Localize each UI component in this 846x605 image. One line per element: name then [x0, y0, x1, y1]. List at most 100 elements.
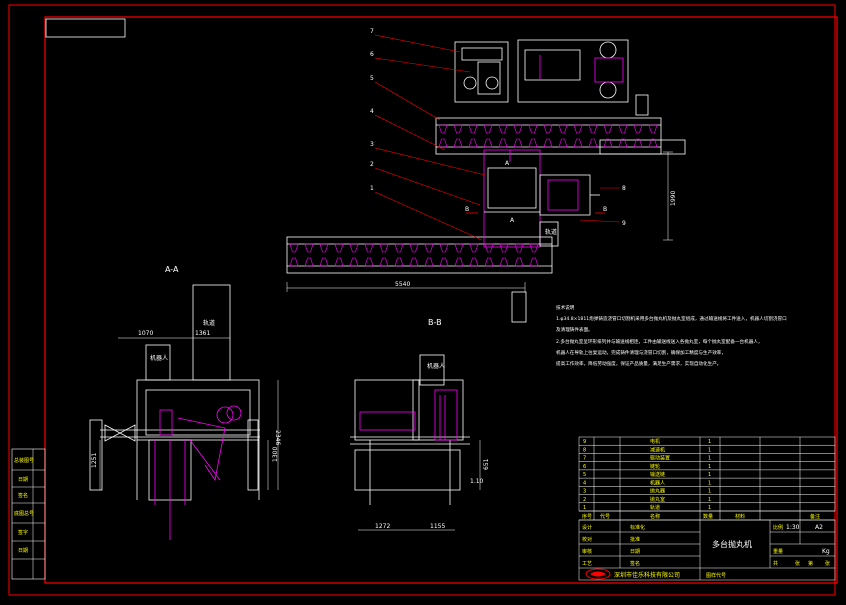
parts-row-no: 1	[583, 505, 586, 511]
conveyor-roller	[588, 124, 598, 148]
conveyor-roller	[424, 243, 434, 267]
side-label-strip: 总装图号 日期 签名 底图总号 签字 日期	[11, 448, 46, 580]
conveyor-roller	[349, 243, 359, 267]
parts-row-no: 3	[583, 489, 586, 495]
dim-bb-left-bottom: 1272	[375, 523, 390, 530]
bb-box-label: 机器人	[427, 362, 445, 370]
plan-box-label: 轨道	[545, 228, 557, 236]
conveyor-roller	[603, 124, 613, 148]
section-b-right: B	[603, 206, 607, 213]
title-tag-box	[45, 18, 126, 38]
conveyor-roller	[304, 243, 314, 267]
aa-dimensions	[99, 337, 279, 490]
parts-row-qty: 1	[708, 464, 711, 470]
title-block	[578, 519, 836, 581]
parts-row-qty: 1	[708, 480, 711, 486]
conveyor-roller	[558, 124, 568, 148]
notes-heading: 技术说明	[556, 304, 575, 311]
conveyor-roller	[454, 243, 464, 267]
conveyor-roller	[648, 124, 658, 148]
upper-rollers	[438, 124, 658, 148]
aa-top-box-label: 轨道	[203, 319, 215, 327]
parts-row-no: 7	[583, 456, 586, 462]
tb-sheets-label: 共	[773, 560, 778, 567]
side-label-3: 底图总号	[14, 510, 34, 517]
view-bb	[350, 354, 470, 505]
conveyor-roller	[379, 243, 389, 267]
conveyor-roller	[453, 124, 463, 148]
callout-4: 4	[370, 108, 374, 115]
conveyor-roller	[498, 124, 508, 148]
conveyor-roller	[483, 124, 493, 148]
view-aa-label: A-A	[165, 265, 179, 274]
callout-3: 3	[370, 141, 374, 148]
dim-aa-left-side: 1251	[91, 453, 98, 468]
tb-weight-unit: Kg	[822, 548, 830, 555]
conveyor-roller	[438, 124, 448, 148]
dim-plan-height: 1990	[670, 191, 677, 206]
conveyor-roller	[469, 243, 479, 267]
side-label-5: 日期	[18, 548, 28, 554]
parts-header-code: 代号	[600, 513, 610, 520]
parts-row-name: 抛丸室	[650, 496, 665, 503]
dim-aa-left-top: 1070	[138, 330, 153, 337]
conveyor-roller	[289, 243, 299, 267]
notes-line-2: 2.多台抛丸室呈环形排列并与输送线相连，工件由输送线送入各抛丸室，每个抛丸室配备…	[556, 338, 763, 345]
side-label-0: 总装图号	[14, 457, 34, 464]
conveyor-roller	[468, 124, 478, 148]
dim-bb-side: 651	[483, 458, 490, 470]
callout-8: 8	[622, 185, 626, 192]
conveyor-roller	[394, 243, 404, 267]
parts-row-name: 减速机	[650, 446, 665, 453]
tb-left-3: 工艺	[582, 561, 592, 567]
drawing-title: 多台抛丸机	[712, 539, 752, 549]
parts-row-qty: 1	[708, 456, 711, 462]
tb-scale-label: 比例	[773, 524, 783, 531]
parts-row-name: 机器人	[650, 479, 665, 486]
callout-9: 9	[622, 220, 626, 227]
section-a-bottom: A	[510, 217, 515, 224]
notes-line-1: 及清理铸件表面。	[556, 326, 593, 333]
parts-row-no: 5	[583, 472, 586, 478]
tb-mid-1: 批准	[630, 536, 640, 543]
dim-total-length: 5540	[395, 281, 410, 288]
dim-bb-right-bottom: 1155	[430, 523, 445, 530]
notes-line-0: 1.φ34.8×1811炮弹铸造浇冒口切割机采用多台抛丸机及抛丸室组成，通过输送…	[556, 315, 787, 322]
view-bb-label: B-B	[428, 318, 442, 327]
callout-6: 6	[370, 51, 374, 58]
tb-sheet: A2	[815, 524, 823, 531]
aa-mid-box-label: 机器人	[150, 354, 168, 362]
tb-left-2: 审核	[582, 548, 592, 555]
parts-row-qty: 1	[708, 489, 711, 495]
conveyor-roller	[528, 124, 538, 148]
company-logo	[585, 568, 611, 580]
parts-row-qty: 1	[708, 472, 711, 478]
dim-aa-height-outer: 2346	[274, 430, 281, 445]
drawing-number: 图样代号	[706, 572, 726, 579]
conveyor-roller	[484, 243, 494, 267]
dim-aa-height-inner: 1300	[272, 447, 279, 462]
bb-dimensions	[358, 440, 481, 531]
parts-row-qty: 1	[708, 439, 711, 445]
callout-5: 5	[370, 75, 374, 82]
tb-mid-3: 签名	[630, 560, 640, 567]
conveyor-roller	[409, 243, 419, 267]
conveyor-roller	[573, 124, 583, 148]
section-b-left: B	[465, 206, 469, 213]
callout-1: 1	[370, 185, 374, 192]
callout-7: 7	[370, 28, 374, 35]
parts-row-name: 轨道	[650, 504, 660, 511]
conveyor-roller	[334, 243, 344, 267]
tb-left-1: 校对	[582, 536, 592, 543]
parts-row-name: 电机	[650, 438, 660, 445]
parts-row-qty: 1	[708, 497, 711, 503]
side-label-1: 日期	[18, 477, 28, 483]
parts-row-no: 4	[583, 480, 586, 486]
dim-bb-small: 1.10	[470, 478, 484, 485]
notes-line-4: 提高工作效率，降低劳动强度，保证产品质量，满足生产需求，实现自动化生产。	[556, 360, 721, 367]
view-aa	[89, 284, 260, 540]
parts-row-name: 输送链	[650, 471, 665, 478]
tb-weight-label: 重量	[773, 548, 783, 555]
conveyor-roller	[543, 124, 553, 148]
